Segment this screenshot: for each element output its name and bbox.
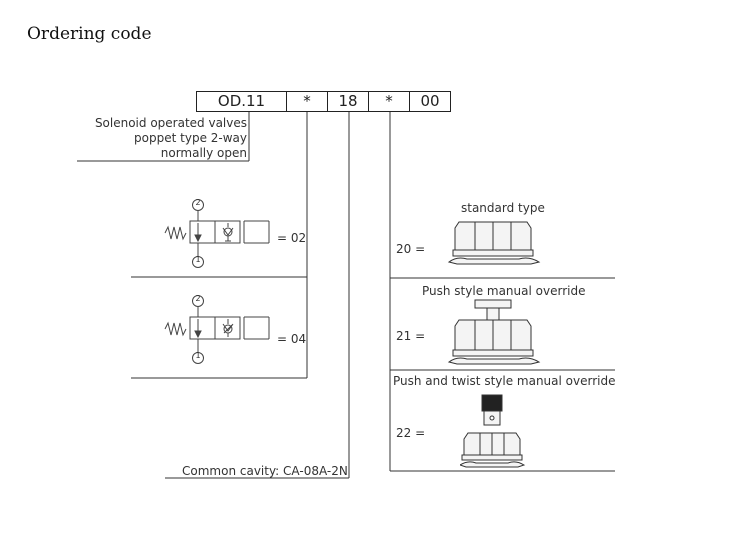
valve-symbol-02 — [164, 199, 270, 268]
option-label-push-twist: Push and twist style manual override — [393, 374, 616, 388]
coil-nut-push-override-image — [447, 299, 541, 365]
option-code-04: = 04 — [277, 332, 307, 346]
description-line: Solenoid operated valves — [94, 116, 247, 130]
port-label-2: 2 — [195, 198, 201, 207]
description: Solenoid operated valves poppet type 2-w… — [60, 116, 247, 161]
valve-symbol-04 — [164, 295, 270, 364]
description-line: normally open — [160, 146, 247, 160]
option-label-push: Push style manual override — [422, 284, 586, 298]
cavity-label: Common cavity: CA-08A-2N — [182, 464, 348, 478]
page-title: Ordering code — [27, 24, 152, 44]
port-label-1: 1 — [195, 255, 201, 264]
option-code-21: 21 = — [396, 329, 426, 343]
port-label-2: 2 — [195, 294, 201, 303]
description-line: poppet type 2-way — [134, 131, 247, 145]
coil-nut-standard-image — [447, 221, 541, 265]
code-segment-suffix: 00 — [409, 91, 451, 112]
port-label-1: 1 — [195, 351, 201, 360]
option-label-standard: standard type — [461, 201, 545, 215]
option-code-20: 20 = — [396, 242, 426, 256]
coil-nut-push-twist-override-image — [460, 394, 526, 468]
option-code-02: = 02 — [277, 231, 307, 245]
option-code-22: 22 = — [396, 426, 426, 440]
